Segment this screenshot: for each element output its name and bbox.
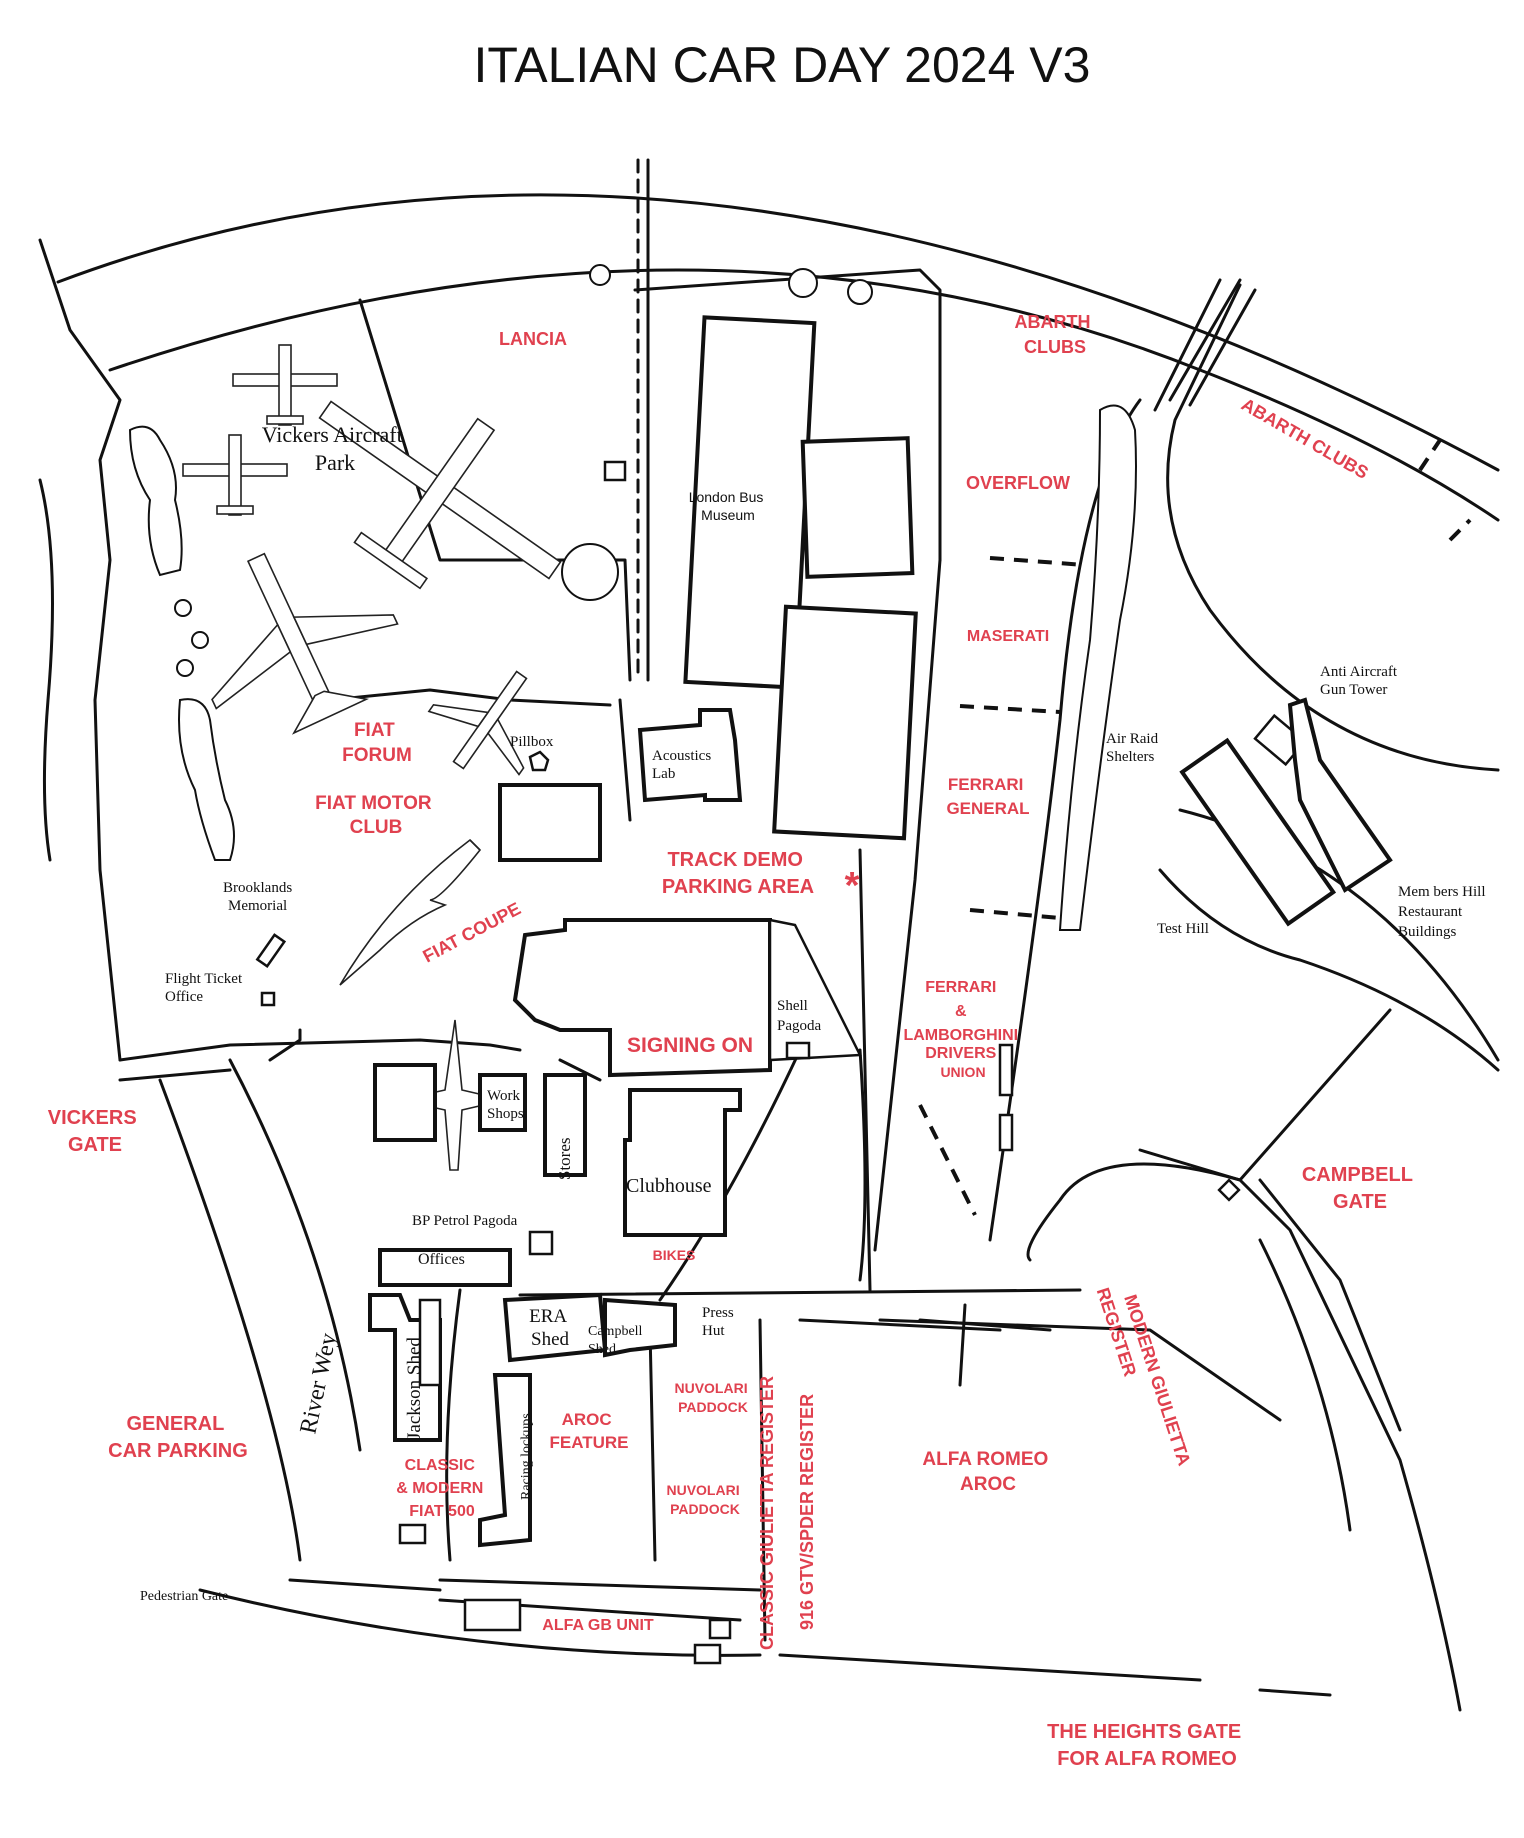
zone-ferrari-lamborghini: FERRARI & LAMBORGHINI DRIVERS UNION (903, 979, 1022, 1080)
label-stores: Stores (555, 1138, 574, 1181)
zone-alfa-romeo-aroc: ALFA ROMEO AROC (922, 1449, 1053, 1495)
zone-nuvolari-paddock-1: NUVOLARI PADDOCK (674, 1380, 751, 1415)
label-flight-ticket: Flight Ticket Office (165, 971, 246, 1005)
zone-ferrari-general: FERRARI GENERAL (946, 775, 1029, 818)
label-press-hut: Press Hut (702, 1305, 737, 1339)
label-air-raid-shelters: Air Raid Shelters (1106, 731, 1162, 765)
label-offices: Offices (418, 1251, 465, 1268)
label-test-hill: Test Hill (1157, 921, 1209, 937)
label-acoustics-lab: Acoustics Lab (652, 748, 715, 782)
zone-916-gtv-spider: 916 GTV/SPDER REGISTER (797, 1394, 817, 1630)
label-members-hill: Mem bers Hill Restaurant Buildings (1398, 884, 1489, 940)
zone-maserati: MASERATI (967, 628, 1049, 645)
zone-modern-giulietta: MODERN GIULIETTA REGISTER (1093, 1278, 1196, 1480)
label-jackson-shed: Jackson Shed (404, 1337, 425, 1440)
label-london-bus-museum: London Bus Museum (689, 489, 768, 523)
zone-fiat-forum: FIAT FORUM (342, 720, 412, 766)
zone-classic-giulietta: CLASSIC GIULIETTA REGISTER (757, 1376, 777, 1650)
label-clubhouse: Clubhouse (626, 1175, 712, 1197)
zone-aroc-feature: AROC FEATURE (549, 1410, 628, 1452)
zone-signing-on: SIGNING ON (627, 1034, 753, 1057)
zone-overflow: OVERFLOW (966, 473, 1070, 493)
zone-fiat-motor-club: FIAT MOTOR CLUB (315, 793, 437, 838)
label-work-shops: Work Shops (487, 1088, 524, 1122)
label-bp-petrol-pagoda: BP Petrol Pagoda (412, 1213, 518, 1229)
tree-belts (128, 264, 1137, 931)
label-campbell-shed: Campbell Shed (588, 1324, 646, 1357)
zone-classic-modern-fiat: CLASSIC & MODERN FIAT 500 (396, 1457, 488, 1520)
zone-campbell-gate: CAMPBELL GATE (1302, 1164, 1418, 1213)
label-anti-aircraft: Anti Aircraft Gun Tower (1320, 664, 1401, 698)
zone-general-car-parking: GENERAL CAR PARKING (108, 1413, 248, 1462)
map-title: ITALIAN CAR DAY 2024 V3 (474, 37, 1091, 93)
label-pedestrian-gate: Pedestrian Gate (140, 1589, 228, 1604)
zone-abarth-clubs-arc: ABARTH CLUBS (1238, 394, 1372, 483)
zone-abarth-clubs: ABARTH CLUBS (1014, 312, 1095, 357)
label-river-wey: River Wey (295, 1331, 342, 1436)
track-demo-asterisk: * (845, 865, 860, 907)
label-shell-pagoda: Shell Pagoda (777, 998, 822, 1034)
zone-heights-gate: THE HEIGHTS GATE FOR ALFA ROMEO (1047, 1721, 1247, 1770)
zone-track-demo: TRACK DEMO PARKING AREA (662, 849, 814, 898)
buildings (255, 315, 1393, 1665)
zone-bikes: BIKES (653, 1247, 696, 1263)
zone-alfa-gb-unit: ALFA GB UNIT (542, 1617, 654, 1634)
aircraft-exhibits (182, 344, 562, 1171)
label-vickers-park: Vickers Aircraft Park (262, 422, 409, 475)
zone-vickers-gate: VICKERS GATE (48, 1107, 142, 1156)
zone-lancia: LANCIA (499, 329, 567, 349)
label-racing-lockups: Racing lockups (519, 1413, 534, 1500)
label-pillbox: Pillbox (510, 734, 554, 750)
zone-nuvolari-paddock-2: NUVOLARI PADDOCK (666, 1482, 743, 1517)
label-brooklands-memorial: Brooklands Memorial (223, 880, 296, 914)
label-era-shed: ERA Shed (529, 1306, 571, 1350)
